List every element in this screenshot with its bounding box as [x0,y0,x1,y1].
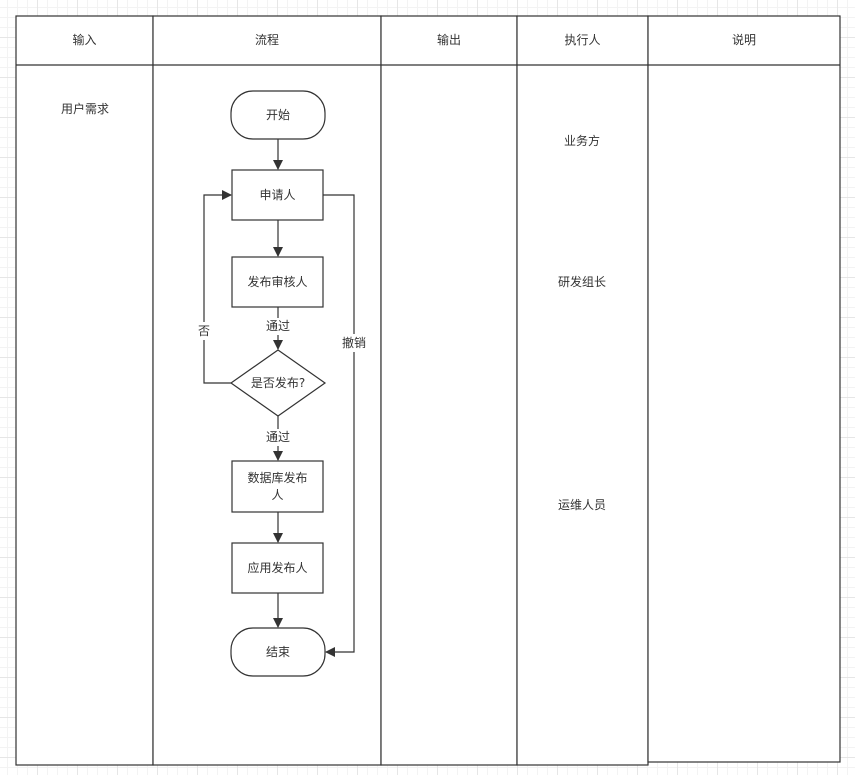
swimlane-table [15,15,841,766]
edge-label-pass-1: 通过 [262,318,294,335]
executor-dev-lead: 研发组长 [557,274,606,289]
reviewer-label: 发布审核人 [247,274,308,289]
edge-label-revoke: 撤销 [339,334,369,352]
end-label: 结束 [265,644,290,659]
header-executor: 执行人 [564,33,601,47]
input-requirement: 用户需求 [60,101,109,116]
db-publisher-label: 数据库发布人 [247,470,308,502]
header-output: 输出 [436,33,461,47]
header-flow: 流程 [254,33,279,47]
lane-output [380,15,518,766]
lane-notes [647,15,841,763]
executor-business: 业务方 [563,133,600,148]
start-label: 开始 [265,107,290,122]
decision-label: 是否发布? [250,375,306,390]
lane-executor [516,15,649,766]
header-input: 输入 [72,33,97,47]
executor-ops: 运维人员 [557,497,606,512]
app-publisher-label: 应用发布人 [247,560,308,575]
lane-input [15,15,154,766]
applicant-node[interactable] [231,169,324,221]
applicant-label: 申请人 [259,187,296,202]
edge-label-pass-2: 通过 [262,429,294,446]
edge-applicant-revoke [323,194,355,657]
edge-decision-no-loop [203,190,232,384]
flow-shapes [229,90,327,677]
header-notes: 说明 [731,33,756,47]
reviewer-node[interactable] [231,256,324,308]
db-publisher-node[interactable] [231,460,324,513]
app-publisher-node[interactable] [231,542,324,594]
edge-label-no: 否 [196,322,212,340]
